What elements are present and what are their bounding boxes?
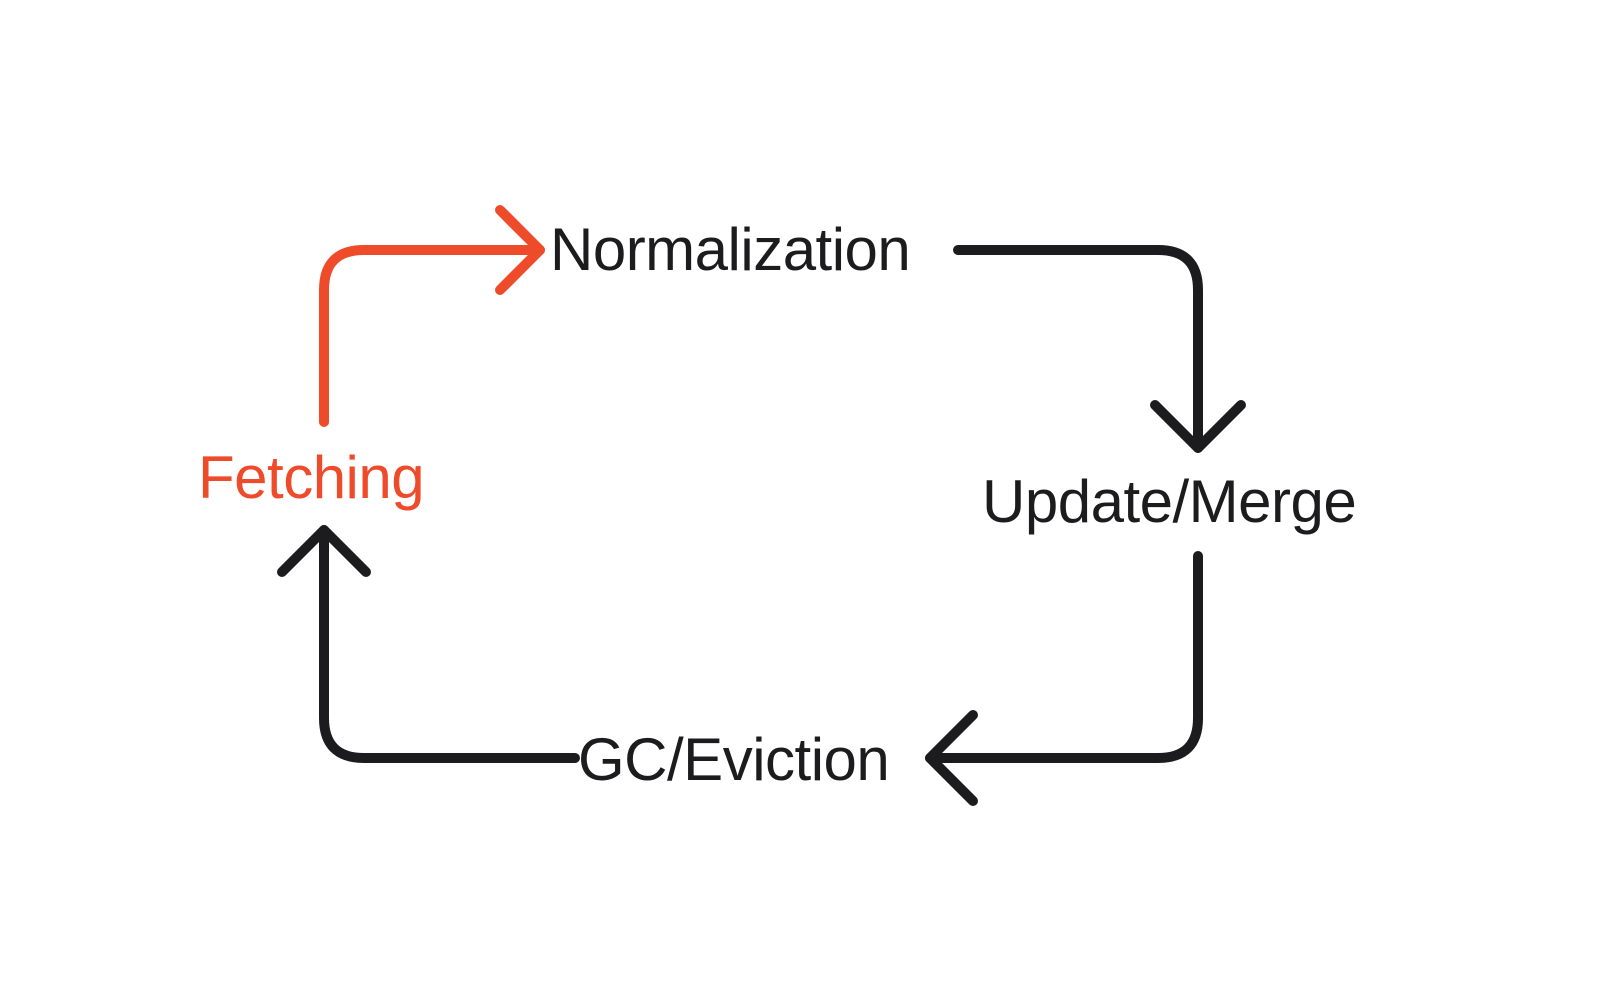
arrow-normalization-to-update <box>953 245 1246 453</box>
node-fetching: Fetching <box>198 444 425 511</box>
node-gc-eviction: GC/Eviction <box>578 726 890 793</box>
arrow-fetching-to-normalization <box>319 205 545 427</box>
arrow-update-to-gc <box>925 551 1203 806</box>
arrow-gc-to-fetching <box>277 525 580 763</box>
node-normalization: Normalization <box>550 216 911 283</box>
node-update-merge: Update/Merge <box>982 468 1357 535</box>
